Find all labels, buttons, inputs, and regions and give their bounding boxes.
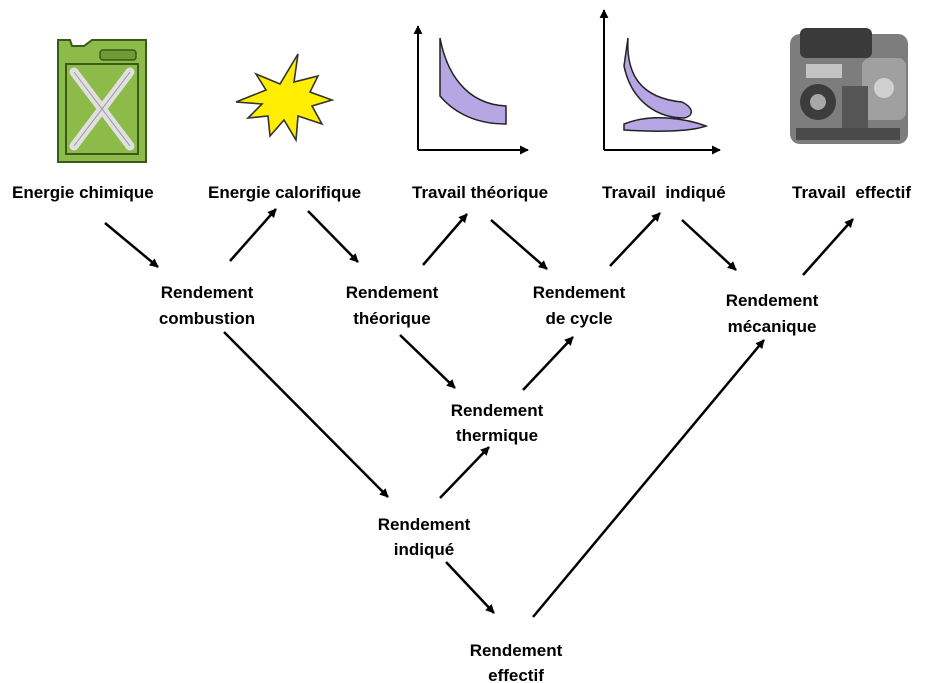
rendement-theorique: Rendement théorique bbox=[346, 283, 439, 328]
label-travail-theorique: Travail théorique bbox=[412, 183, 548, 202]
arrow-indique-to-effectif bbox=[445, 561, 495, 614]
rendement-combustion: Rendement combustion bbox=[159, 283, 255, 328]
arrow-combustion-to-calorifique bbox=[229, 208, 277, 262]
arrow-mecanique-to-travail-effectif bbox=[802, 218, 854, 276]
rendement-thermique: Rendement thermique bbox=[451, 401, 544, 445]
label-travail-indique: Travail indiqué bbox=[602, 183, 726, 202]
rendement-effectif: Rendement effectif bbox=[470, 641, 563, 683]
arrow-indique-to-thermique bbox=[439, 446, 490, 499]
rendement-thermique-line2: thermique bbox=[456, 426, 538, 445]
explosion-icon bbox=[235, 53, 335, 143]
arrow-calorifique-to-theorique bbox=[307, 210, 359, 263]
rendement-mecanique-line1: Rendement bbox=[726, 291, 819, 310]
rendement-indique: Rendement indiqué bbox=[378, 515, 471, 559]
rendement-indique-line1: Rendement bbox=[378, 515, 471, 534]
label-energie-chimique: Energie chimique bbox=[12, 183, 154, 202]
fuel-can-icon bbox=[57, 39, 147, 163]
arrow-theorique-to-thermique bbox=[399, 334, 456, 389]
rendement-combustion-line1: Rendement bbox=[161, 283, 254, 302]
arrow-cycle-to-travail-indique bbox=[609, 212, 661, 267]
rendement-theorique-line2: théorique bbox=[353, 309, 430, 328]
rendement-cycle-line2: de cycle bbox=[545, 309, 612, 328]
arrow-travail-theorique-to-cycle bbox=[490, 219, 548, 270]
rendement-effectif-line2: effectif bbox=[488, 666, 544, 683]
arrow-effectif-to-mecanique bbox=[532, 339, 765, 618]
theoretical-cycle-icon bbox=[413, 25, 529, 155]
arrow-thermique-to-cycle bbox=[522, 336, 574, 391]
rendement-theorique-line1: Rendement bbox=[346, 283, 439, 302]
arrow-combustion-to-indique bbox=[223, 331, 389, 498]
rendement-cycle: Rendement de cycle bbox=[533, 283, 626, 328]
rendement-mecanique-line2: mécanique bbox=[728, 317, 817, 336]
rendement-combustion-line2: combustion bbox=[159, 309, 255, 328]
arrows bbox=[104, 208, 854, 618]
indicated-cycle-icon bbox=[599, 9, 721, 155]
engine-icon bbox=[790, 28, 908, 144]
rendement-thermique-line1: Rendement bbox=[451, 401, 544, 420]
rendement-mecanique: Rendement mécanique bbox=[726, 291, 819, 336]
arrow-theorique-to-travail-theorique bbox=[422, 213, 468, 266]
label-energie-calorifique: Energie calorifique bbox=[208, 183, 361, 202]
arrow-chimique-to-combustion bbox=[104, 222, 159, 268]
rendement-cycle-line1: Rendement bbox=[533, 283, 626, 302]
rendement-effectif-line1: Rendement bbox=[470, 641, 563, 660]
rendement-indique-line2: indiqué bbox=[394, 540, 454, 559]
label-travail-effectif: Travail effectif bbox=[792, 183, 911, 202]
arrow-travail-indique-to-mecanique bbox=[681, 219, 737, 271]
